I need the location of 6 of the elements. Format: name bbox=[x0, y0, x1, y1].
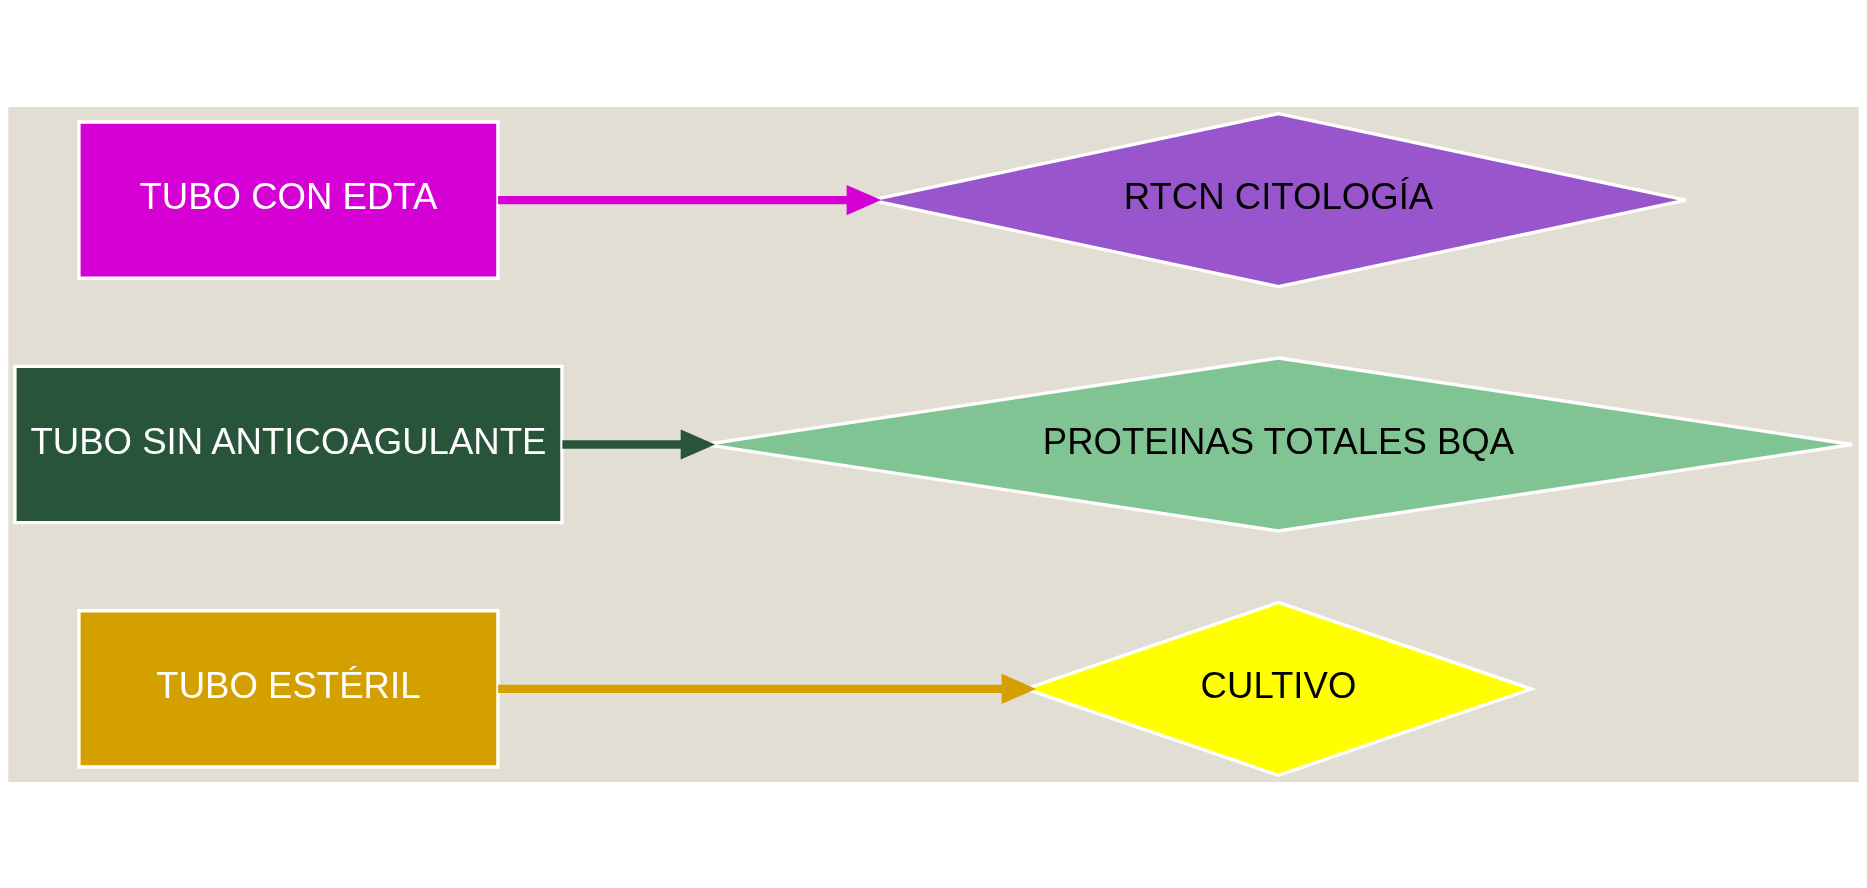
arrow bbox=[498, 184, 882, 215]
arrow bbox=[498, 673, 1037, 704]
node-box: TUBO SIN ANTICOAGULANTE bbox=[13, 364, 564, 524]
node-box: TUBO ESTÉRIL bbox=[77, 608, 500, 769]
arrow bbox=[562, 428, 716, 460]
node-box: TUBO CON EDTA bbox=[77, 119, 500, 280]
